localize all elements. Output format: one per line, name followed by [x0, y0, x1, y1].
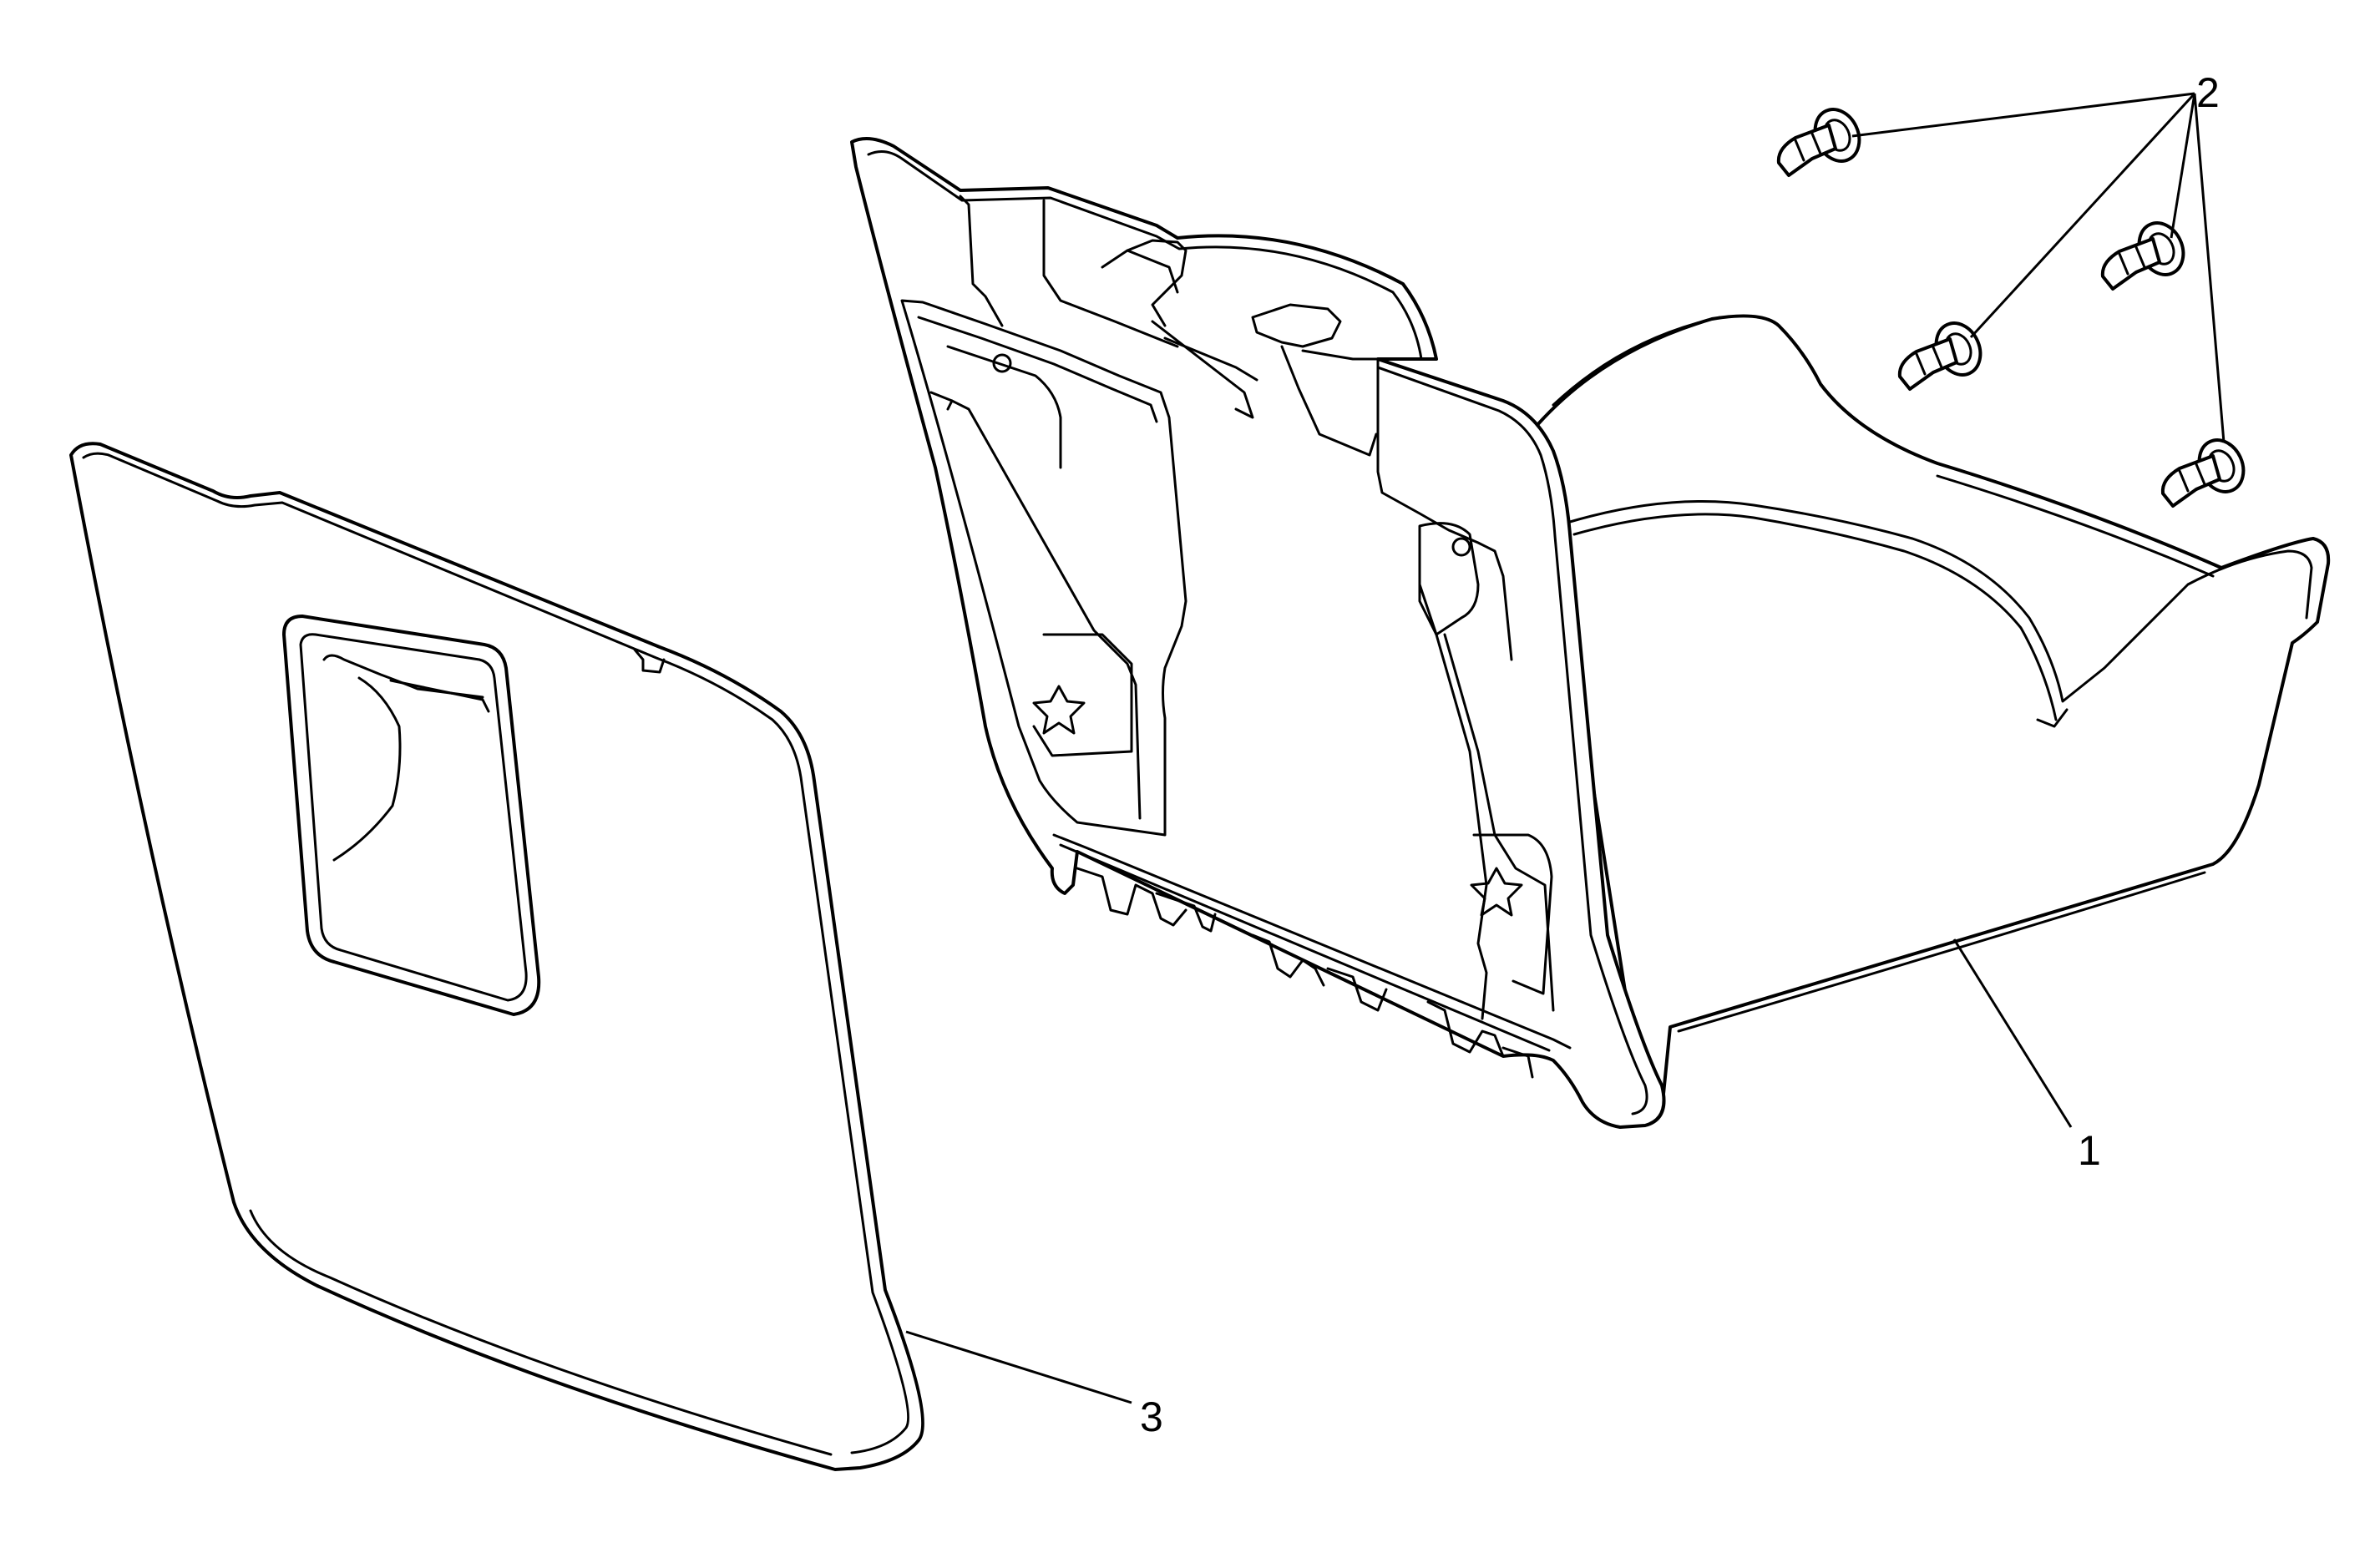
callout-label-1: 1: [2078, 1127, 2101, 1174]
retainer-4: [2160, 438, 2246, 508]
leader-line-3: [905, 1330, 1132, 1404]
callout-label-2: 2: [2196, 69, 2220, 116]
leader-line-1: [1952, 938, 2073, 1128]
leader-line-2d: [2193, 93, 2226, 443]
leader-line-2c: [2170, 93, 2196, 239]
glovebox-housing: [850, 137, 2331, 1129]
leader-lines: [905, 92, 2226, 1404]
retainer-2: [2100, 221, 2185, 291]
leader-line-2b: [1969, 92, 2196, 339]
leader-line-2a: [1851, 92, 2195, 138]
retainer-3: [1897, 321, 1982, 391]
callout-label-3: 3: [1140, 1394, 1163, 1440]
glovebox-door: [69, 442, 924, 1471]
retainer-1: [1776, 108, 1861, 177]
